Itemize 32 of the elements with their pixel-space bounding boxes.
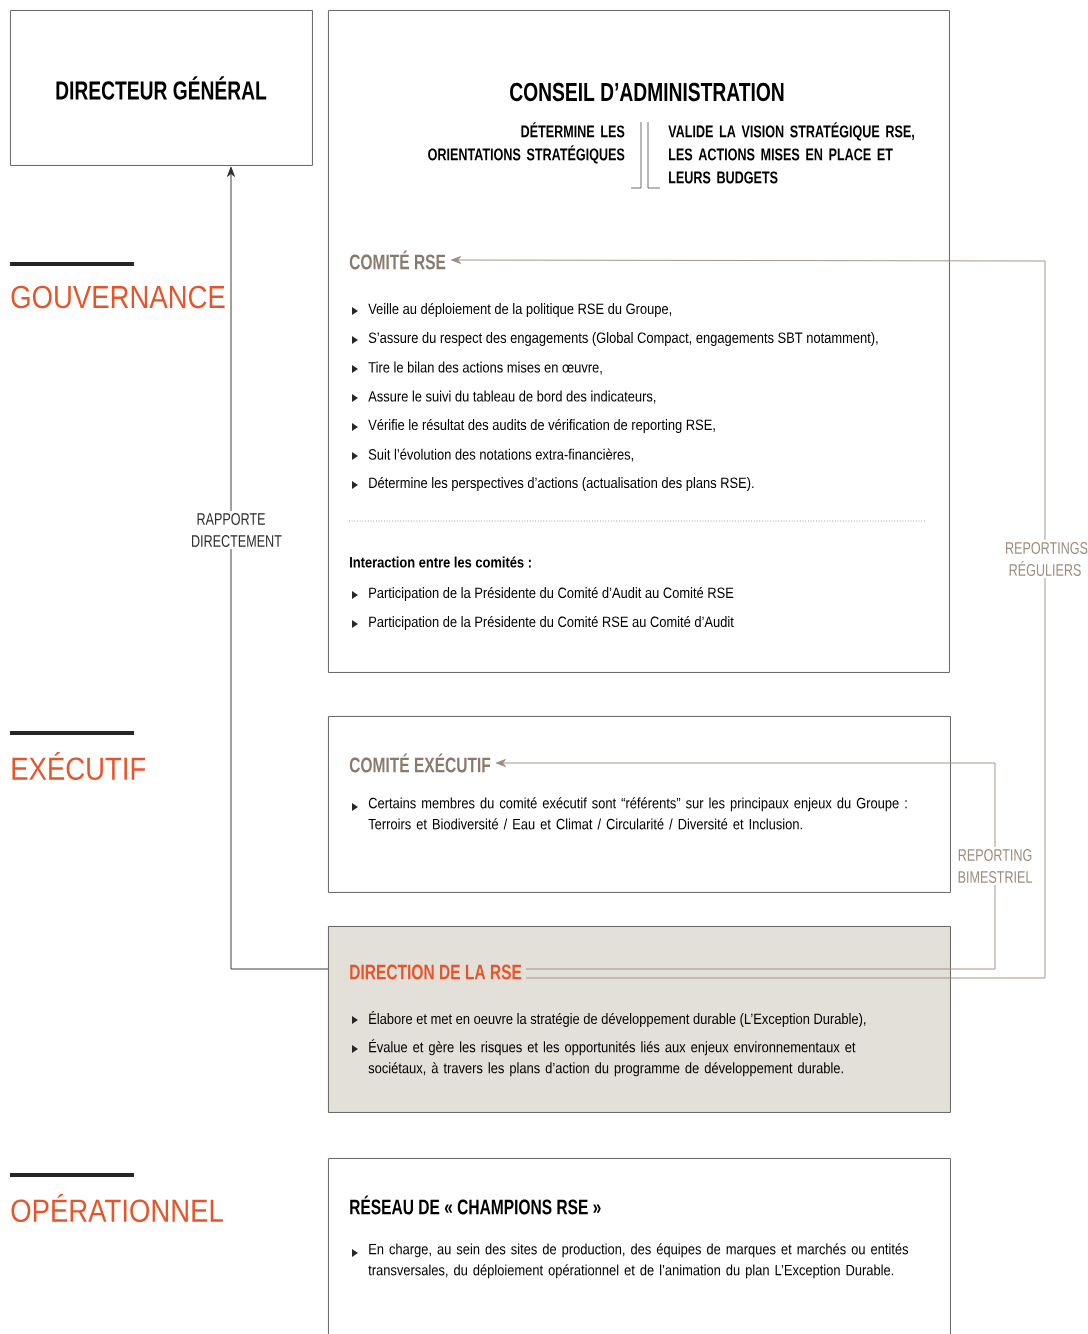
committee-heading: COMITÉ EXÉCUTIF <box>349 753 491 773</box>
section-label: OPÉRATIONNEL <box>11 1194 223 1223</box>
bullet-text: Tire le bilan des actions mises en œuvre, <box>368 361 602 375</box>
subheading: Interaction entre les comités : <box>350 556 531 568</box>
edge-label: RAPPORTE DIRECTEMENT <box>189 511 282 550</box>
bullet-text: Veille au déploiement de la politique RSE du Groupe, <box>368 302 672 318</box>
committee-heading: COMITÉ RSE <box>349 250 446 270</box>
bullet-text: Participation de la Présidente du Comité d’Audit au Comité RSE <box>369 586 734 602</box>
arrow <box>227 166 329 970</box>
bullet-text: En charge, au sein des sites de production, des équipes de marques et marchés ou entités transversales, du déploiement opérationnel et de l’animation du plan L’Exception Durable. <box>368 1243 909 1279</box>
bullet-text: Détermine les perspectives d’actions (actualisation des plans RSE). <box>369 476 754 492</box>
edge-label: REPORTINGS RÉGULIERS <box>1003 540 1088 579</box>
arrow <box>495 759 996 970</box>
mission-text: VALIDE LA VISION STRATÉGIQUE RSE, LES ACTIONS MISES EN PLACE ET LEURS BUDGETS <box>668 122 914 184</box>
bullet-text: Certains membres du comité exécutif sont “référents” sur les principaux enjeux du Groupe : Terroirs et Biodiversité / Eau et Climat / Circularité / Diversité et Inclusion. <box>368 797 907 830</box>
section-label: EXÉCUTIF <box>12 752 146 781</box>
role-box <box>10 10 313 166</box>
mission-text: DÉTERMINE LES ORIENTATIONS STRATÉGIQUES <box>428 122 625 164</box>
box-heading: RÉSEAU DE « CHAMPIONS RSE » <box>350 1195 601 1215</box>
bullet-text: Assure le suivi du tableau de bord des indicateurs, <box>368 390 656 404</box>
arrow <box>450 256 1046 979</box>
edge-label: REPORTING BIMESTRIEL <box>953 847 1037 886</box>
bullet-text: Suit l’évolution des notations extra-financières, <box>368 448 634 462</box>
section-label: GOUVERNANCE <box>11 285 225 309</box>
box-title: CONSEIL D’ADMINISTRATION <box>510 82 784 102</box>
bullet-text: Évalue et gère les risques et les opportunités liés aux enjeux environnementaux et sociétaux, à travers les plans d’action du programme de développement durable. <box>368 1039 856 1077</box>
bullet-text: S’assure du respect des engagements (Global Compact, engagements SBT notamment), <box>368 332 878 346</box>
committee-heading: DIRECTION DE LA RSE <box>350 964 522 980</box>
bullet-text: Participation de la Présidente du Comité RSE au Comité d’Audit <box>369 615 734 631</box>
bullet-text: Vérifie le résultat des audits de vérification de reporting RSE, <box>368 418 715 434</box>
box-title: DIRECTEUR GÉNÉRAL <box>56 76 267 100</box>
bullet-text: Élabore et met en oeuvre la stratégie de développement durable (L’Exception Durable), <box>369 1010 866 1028</box>
